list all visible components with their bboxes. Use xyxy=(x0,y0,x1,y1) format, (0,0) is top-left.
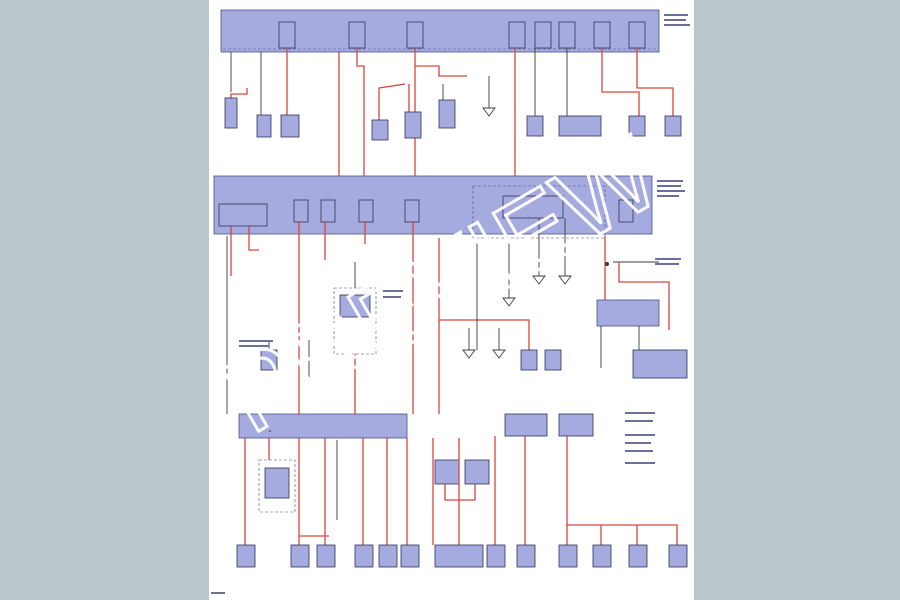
side-relay-module xyxy=(596,299,688,379)
lower-wiring xyxy=(244,436,678,545)
middle-wiring xyxy=(226,218,670,414)
middle-junction-block xyxy=(213,175,653,239)
illegible-labels xyxy=(211,14,690,594)
top-fuse-block xyxy=(220,9,660,53)
lower-fuse-block xyxy=(238,413,594,513)
wiring-diagram-sheet: .blk { fill: #a6abdf; stroke: #4a4f8a; s… xyxy=(209,0,694,600)
center-control-module xyxy=(333,287,377,355)
top-components xyxy=(224,97,682,141)
bottom-components xyxy=(236,544,688,568)
top-wiring xyxy=(230,48,674,176)
wiring-diagram: .blk { fill: #a6abdf; stroke: #4a4f8a; s… xyxy=(211,9,690,594)
middle-components xyxy=(260,262,609,371)
